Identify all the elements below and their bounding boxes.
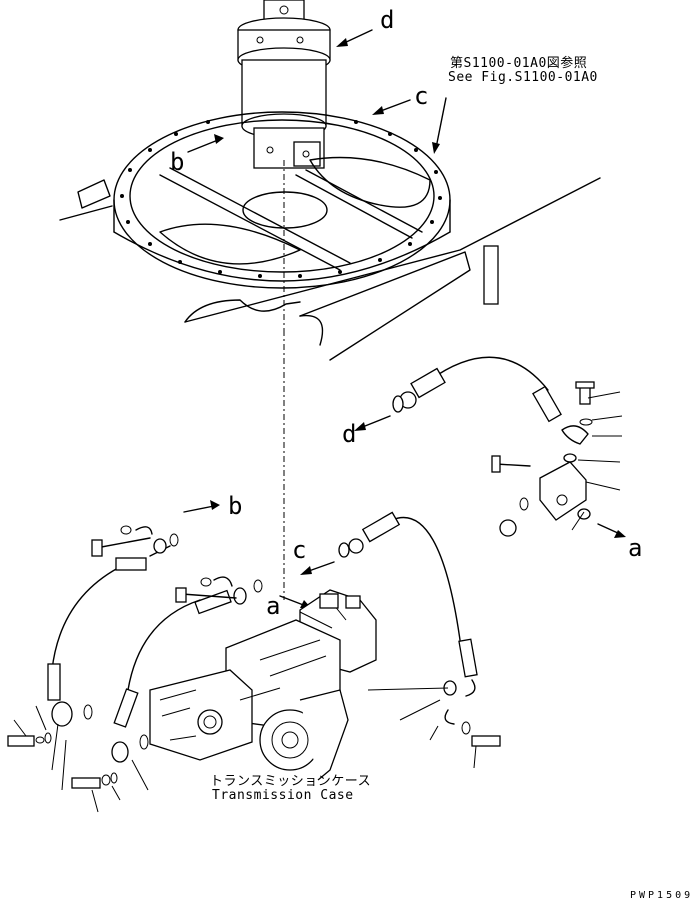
hose-a [71, 576, 263, 813]
hose-d [392, 356, 589, 445]
swivel-joint [237, 0, 331, 169]
callout-a-mid: a [266, 592, 281, 620]
callout-c-top: c [414, 82, 429, 110]
callout-a-right: a [628, 534, 643, 562]
hose-b [7, 525, 179, 791]
transmission-body [149, 589, 377, 781]
right-bottom-fittings [367, 680, 501, 769]
right-fittings [491, 381, 623, 537]
callout-d-mid: d [342, 420, 357, 448]
callout-c-mid: c [292, 536, 307, 564]
transmission-case-jp: トランスミッションケース [210, 774, 372, 789]
hose-c [338, 511, 478, 697]
callout-d-top: d [380, 6, 395, 34]
revolving-frame [59, 111, 601, 361]
callout-b-left: b [228, 492, 243, 520]
callout-b-top: b [170, 148, 185, 176]
reference-en: See Fig.S1100-01A0 [448, 70, 598, 85]
callout-arrows [183, 29, 626, 609]
transmission-case-en: Transmission Case [212, 788, 354, 803]
reference-jp: 第S1100-01A0図参照 [450, 56, 588, 71]
drawing-code: PWP1509 [630, 890, 694, 901]
